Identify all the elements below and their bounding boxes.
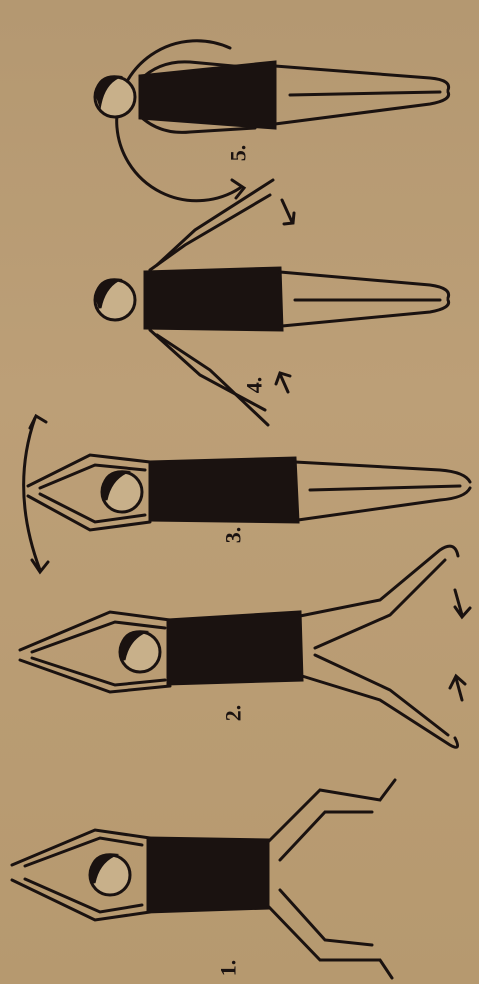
figure-label-5: 5. — [225, 145, 251, 162]
figure-label-4: 4. — [241, 377, 267, 394]
figure-label-1: 1. — [215, 960, 241, 977]
figure-1 — [12, 780, 395, 978]
figure-3 — [24, 416, 470, 572]
figure-label-3: 3. — [220, 527, 246, 544]
figure-5 — [95, 41, 449, 201]
figure-label-2: 2. — [220, 705, 246, 722]
figure-4 — [95, 180, 449, 425]
